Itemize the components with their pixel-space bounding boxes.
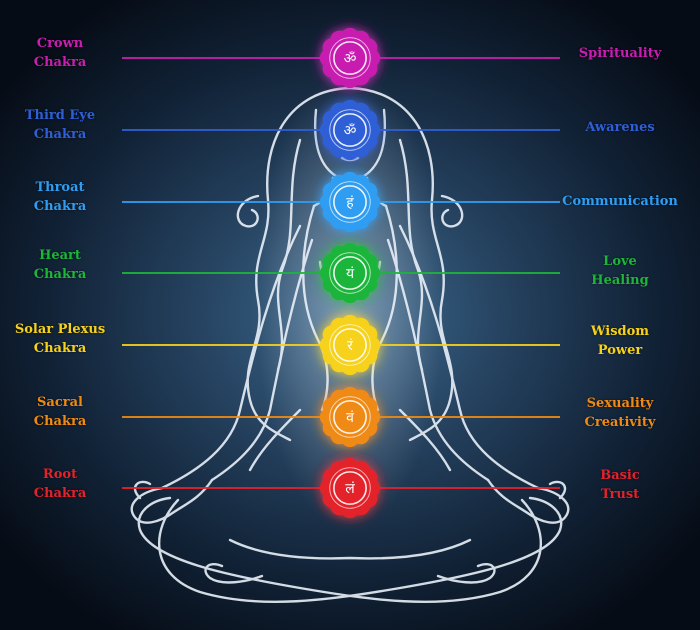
chakra-name-line: Chakra bbox=[33, 199, 87, 214]
chakra-symbol-3: यं bbox=[319, 242, 381, 304]
chakra-symbol-4: रं bbox=[319, 314, 381, 376]
chakra-quality-line: Healing bbox=[591, 273, 649, 288]
chakra-glyph-6: लं bbox=[345, 481, 355, 497]
chakra-quality-line: Creativity bbox=[584, 415, 656, 430]
chakra-symbol-5: वं bbox=[319, 386, 381, 448]
chakra-quality-line: Sexuality bbox=[586, 396, 654, 411]
chakra-quality-line: Love bbox=[603, 254, 637, 269]
chakra-quality-0: Spirituality bbox=[555, 44, 685, 63]
chakra-name-line: Heart bbox=[39, 248, 81, 263]
chakra-name-line: Chakra bbox=[33, 55, 87, 70]
chakra-name-line: Sacral bbox=[37, 395, 83, 410]
chakra-quality-line: Communication bbox=[562, 194, 678, 209]
chakra-name-line: Chakra bbox=[33, 486, 87, 501]
chakra-name-line: Root bbox=[42, 467, 78, 482]
chakra-quality-line: Wisdom bbox=[590, 324, 650, 339]
chakra-symbol-1: ॐ bbox=[319, 99, 381, 161]
chakra-name-line: Chakra bbox=[33, 267, 87, 282]
chakra-name-line: Solar Plexus bbox=[14, 322, 106, 337]
chakra-name-line: Crown bbox=[36, 36, 84, 51]
chakra-glyph-5: वं bbox=[346, 410, 354, 426]
chakra-name-line: Third Eye bbox=[24, 108, 96, 123]
chakra-glyph-2: हं bbox=[346, 195, 354, 211]
chakra-quality-line: Awarenes bbox=[585, 120, 655, 135]
chakra-name-line: Throat bbox=[35, 180, 85, 195]
chakra-glyph-4: रं bbox=[347, 338, 353, 354]
chakra-glyph-1: ॐ bbox=[344, 123, 357, 139]
chakra-quality-2: Communication bbox=[555, 192, 685, 211]
chakra-quality-line: Basic bbox=[600, 468, 640, 483]
chakra-quality-line: Spirituality bbox=[578, 46, 662, 61]
chakra-glyph-3: यं bbox=[346, 266, 355, 282]
chakra-name-line: Chakra bbox=[33, 414, 87, 429]
chakra-symbol-2: हं bbox=[319, 171, 381, 233]
chakra-symbol-6: लं bbox=[319, 457, 381, 519]
chakra-symbol-0: ॐ bbox=[319, 27, 381, 89]
chakra-quality-line: Power bbox=[597, 343, 643, 358]
chakra-name-line: Chakra bbox=[33, 127, 87, 142]
chakra-name-line: Chakra bbox=[33, 341, 87, 356]
chakra-quality-1: Awarenes bbox=[555, 118, 685, 137]
chakra-quality-line: Trust bbox=[600, 487, 640, 502]
chakra-glyph-0: ॐ bbox=[344, 51, 357, 67]
